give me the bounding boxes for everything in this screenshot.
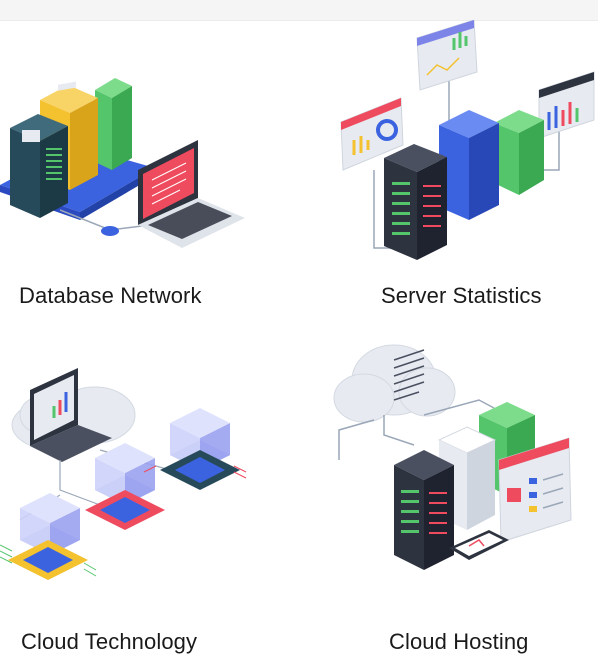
card-title: Cloud Hosting (389, 629, 529, 654)
card-title: Database Network (19, 283, 202, 308)
cloud-technology-illustration (0, 368, 247, 580)
card-title: Cloud Technology (21, 629, 198, 654)
database-network-illustration (0, 78, 245, 248)
card-cloud-technology[interactable]: Cloud Technology (0, 320, 300, 662)
top-bar (0, 0, 598, 21)
server-statistics-illustration (340, 20, 595, 260)
cloud-hosting-illustration (333, 344, 572, 570)
card-cloud-hosting[interactable]: Cloud Hosting (299, 320, 598, 662)
card-database-network[interactable]: Database Network (0, 20, 300, 320)
card-server-statistics[interactable]: Server Statistics (299, 20, 598, 320)
card-title: Server Statistics (381, 283, 542, 308)
